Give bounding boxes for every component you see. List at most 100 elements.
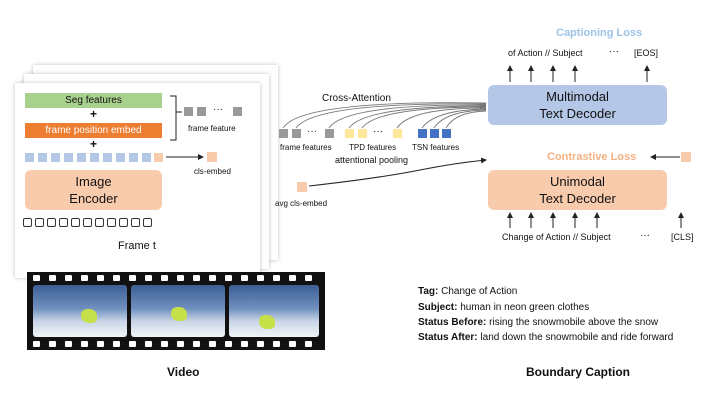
film-hole [129,275,136,281]
input-token [107,218,116,227]
frame-t-label: Frame t [118,240,156,252]
plus-sign-1: + [90,107,98,121]
film-hole [97,275,104,281]
tsn-features-token [430,129,439,138]
frame-feature-label: frame feature [188,124,236,133]
film-hole [193,275,200,281]
film-hole [241,341,248,347]
film-hole [49,275,56,281]
video-frame-1 [33,285,127,337]
frame-feature-token [197,107,206,116]
caption-after-key: Status After: [418,332,478,343]
input-token [83,218,92,227]
film-hole [305,275,312,281]
film-hole [33,275,40,281]
plus-sign-2: + [90,137,98,151]
multimodal-line1: Multimodal [546,89,609,104]
film-hole [81,341,88,347]
frame-features-token [325,129,334,138]
seg-features-box: Seg features [25,93,162,108]
film-hole [209,275,216,281]
cls-token [154,153,163,162]
tpd-features-token [358,129,367,138]
caption-subject-line: Subject: human in neon green clothes [418,302,589,313]
patch-token [142,153,151,162]
input-token [23,218,32,227]
film-hole [257,341,264,347]
captioning-loss-label: Captioning Loss [556,27,643,39]
caption-subject-key: Subject: [418,302,458,313]
film-hole [273,341,280,347]
input-token [119,218,128,227]
patch-token [103,153,112,162]
cls-embed-token [207,152,217,162]
unimodal-line2: Text Decoder [539,191,616,206]
video-label: Video [167,365,200,379]
caption-subject-value: human in neon green clothes [457,302,590,313]
film-hole [225,275,232,281]
caption-after-line: Status After: land down the snowmobile a… [418,332,673,343]
unimodal-text-decoder: Unimodal Text Decoder [488,170,667,210]
tsn-features-token [442,129,451,138]
film-hole [177,275,184,281]
frame-features-token [292,129,301,138]
attentional-pooling-label: attentional pooling [335,155,409,165]
caption-before-key: Status Before: [418,317,487,328]
film-hole [177,341,184,347]
snowmobile-rider [171,307,187,321]
patch-token [116,153,125,162]
patch-token [25,153,34,162]
bottom-token-ellipsis: ··· [640,230,650,241]
input-token [131,218,140,227]
film-hole [289,275,296,281]
frame-features-ellipsis: ··· [307,126,317,137]
video-frame-2 [131,285,225,337]
image-encoder-line1: Image [75,174,112,189]
film-hole [65,275,72,281]
multimodal-text-decoder: Multimodal Text Decoder [488,85,667,125]
bottom-token-1: Change of Action // Subject [502,232,611,242]
film-hole [193,341,200,347]
avg-cls-embed-token [297,182,307,192]
film-hole [289,341,296,347]
input-token [95,218,104,227]
caption-before-line: Status Before: rising the snowmobile abo… [418,317,658,328]
patch-token [77,153,86,162]
film-hole [161,275,168,281]
input-token [35,218,44,227]
avg-cls-embed-label: avg cls-embed [275,199,328,208]
film-hole [113,341,120,347]
film-hole [113,275,120,281]
video-frame-3 [229,285,319,337]
film-hole [49,341,56,347]
patch-token [129,153,138,162]
caption-tag-value: Change of Action [438,286,518,297]
patch-token [38,153,47,162]
film-hole [161,341,168,347]
film-hole [273,275,280,281]
top-token-eos: [EOS] [634,48,659,58]
patch-token [51,153,60,162]
film-hole [241,275,248,281]
film-hole [33,341,40,347]
cls-embed-label: cls-embed [194,167,231,176]
input-token [47,218,56,227]
film-hole [129,341,136,347]
film-hole [65,341,72,347]
tpd-features-token [345,129,354,138]
multimodal-line2: Text Decoder [539,106,616,121]
film-hole [145,341,152,347]
frame-feature-ellipsis: ··· [213,104,223,115]
contrastive-loss-label: Contrastive Loss [547,151,637,163]
video-film-strip [27,272,325,350]
frame-feature-token [233,107,242,116]
film-hole [225,341,232,347]
unimodal-line1: Unimodal [550,174,605,189]
film-hole [145,275,152,281]
top-token-ellipsis: ··· [609,46,619,57]
caption-before-value: rising the snowmobile above the snow [486,317,659,328]
image-encoder-line2: Encoder [69,191,118,206]
frame-features-label: frame features [280,143,332,152]
tpd-features-label: TPD features [349,143,397,152]
